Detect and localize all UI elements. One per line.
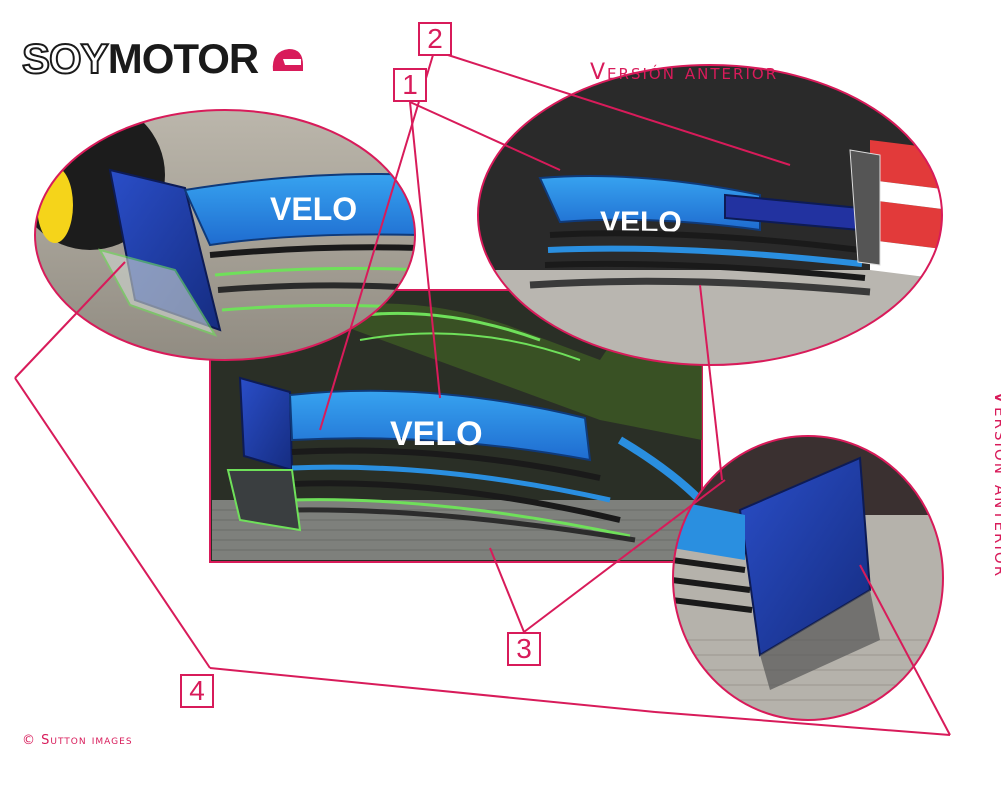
callout-3: 3 xyxy=(507,632,541,666)
soymotor-logo: SOYMOTOR xyxy=(21,35,305,82)
leader-lines xyxy=(14,54,951,736)
callout-1: 1 xyxy=(393,68,427,102)
logo-soy: SOY xyxy=(21,35,110,82)
inset-bottom-right xyxy=(672,435,944,721)
caption-previous-version-side-text: Versión anterior xyxy=(989,390,1001,579)
inset-top-left-wing-text: VELO xyxy=(270,191,357,227)
callout-2: 2 xyxy=(418,22,452,56)
main-photo-wing-text: VELO xyxy=(390,415,483,453)
helmet-icon xyxy=(272,49,303,71)
callout-4: 4 xyxy=(180,674,214,708)
caption-previous-version-top: Versión anterior xyxy=(590,60,779,85)
photo-credit: © Sutton images xyxy=(22,733,133,748)
inset-top-right: VELO xyxy=(477,64,943,366)
caption-previous-version-side: Versión anterior xyxy=(958,390,1001,750)
logo-motor: MOTOR xyxy=(107,35,260,82)
inset-top-left: VELO xyxy=(34,109,416,361)
